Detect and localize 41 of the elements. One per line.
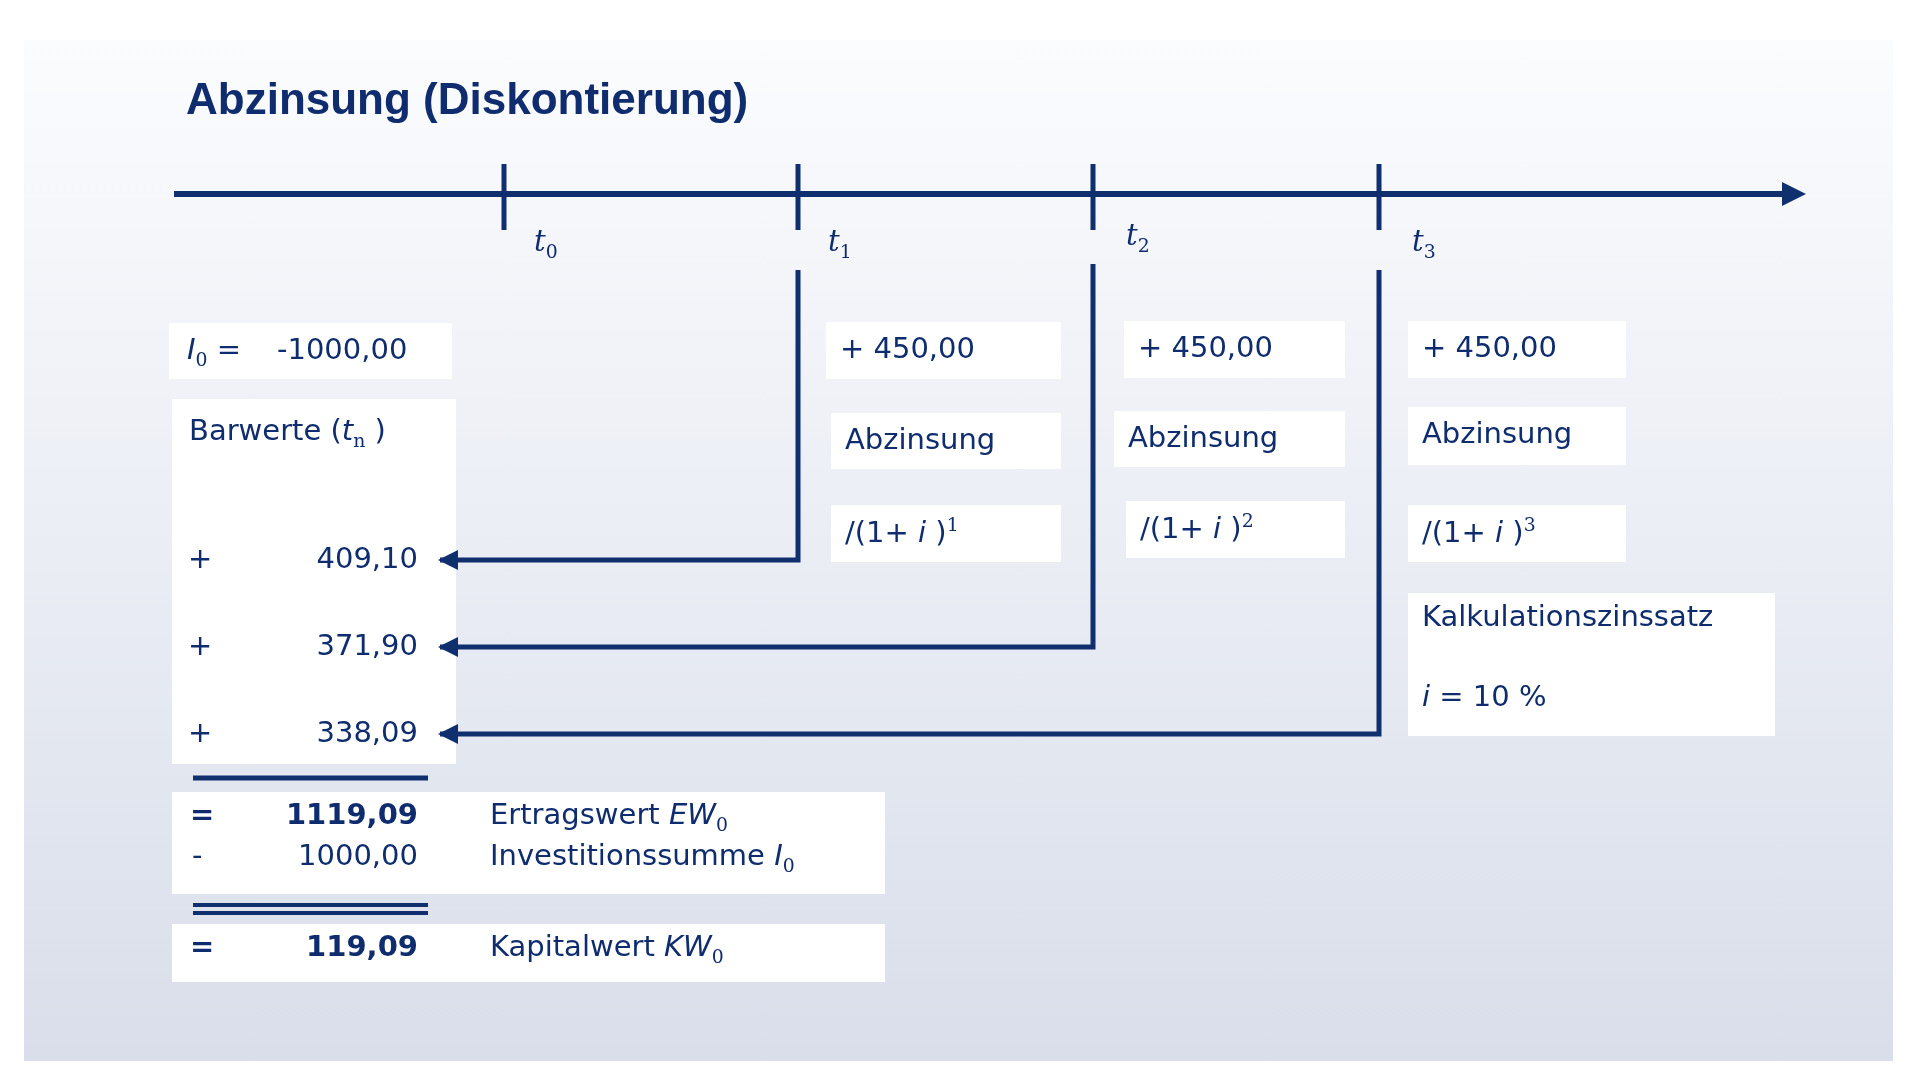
text-label: -1000,00 [277,332,408,367]
text-label: Kapitalwert KW$_{0}$ [490,929,724,969]
result-box [172,924,885,982]
text-label: 119,09 [306,929,418,964]
text-label: = [190,929,215,964]
text-label: 1000,00 [298,838,418,873]
text-label: + [188,541,213,576]
time-label: t$_{3}$ [1412,224,1436,264]
time-label: t$_{0}$ [534,224,558,264]
text-label: Abzinsung [1128,420,1279,455]
text-label: 371,90 [316,628,418,663]
time-label: t$_{1}$ [828,224,852,264]
text-label: Ertragswert EW$_{0}$ [490,797,728,837]
arrow [438,264,1096,657]
text-label: + 450,00 [1138,330,1273,365]
text-label: /(1+ i )$^{3}$ [1422,514,1536,550]
text-label: + [188,715,213,750]
text-label: /(1+ i )$^{1}$ [845,514,959,550]
text-label: Kalkulationszinssatz [1422,599,1714,634]
time-label: t$_{2}$ [1126,218,1150,258]
interest-rate-box [1408,593,1775,736]
text-label: Abzinsung [845,422,996,457]
text-label: - [192,838,203,873]
text-label: 338,09 [316,715,418,750]
text-label: + 450,00 [840,331,975,366]
result-box [172,792,885,894]
text-label: i = 10 % [1422,679,1547,714]
arrow [438,270,1382,744]
text-label: Investitionssumme I$_{0}$ [490,838,795,878]
text-label: Barwerte (t$_{n}$ ) [189,413,386,453]
text-label: + 450,00 [1422,330,1557,365]
text-label: = [190,797,215,832]
text-label: 1119,09 [285,797,418,832]
text-label: 409,10 [316,541,418,576]
arrow [438,270,801,570]
text-label: Abzinsung [1422,416,1573,451]
title: Abzinsung (Diskontierung) [186,74,749,124]
text-label: I$_{0}$ = [187,332,242,372]
present-value-box [172,399,456,764]
text-label: + [188,628,213,663]
text-label: /(1+ i )$^{2}$ [1140,510,1254,546]
